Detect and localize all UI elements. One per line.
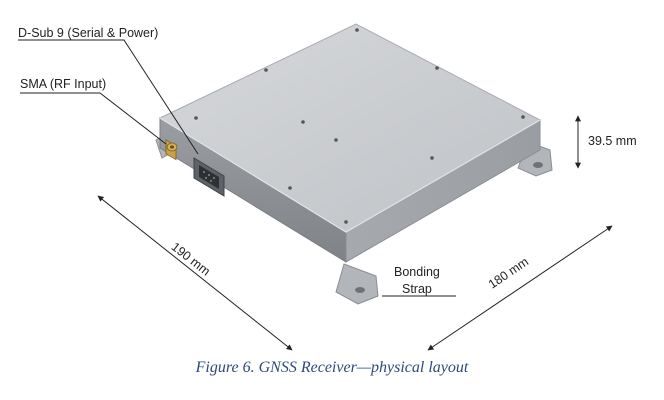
dsub-label: D-Sub 9 (Serial & Power) <box>18 26 159 40</box>
width-dimension <box>427 225 613 351</box>
sma-label: SMA (RF Input) <box>20 77 107 91</box>
receiver-enclosure <box>158 23 542 263</box>
figure-caption: Figure 6. GNSS Receiver—physical layout <box>195 359 469 376</box>
length-dimension <box>97 195 293 351</box>
sma-connector <box>165 139 178 161</box>
height-label: 39.5 mm <box>588 134 637 148</box>
top-screws <box>194 28 525 224</box>
bonding-label-line1: Bonding <box>394 265 440 279</box>
bonding-label-line2: Strap <box>402 282 432 296</box>
